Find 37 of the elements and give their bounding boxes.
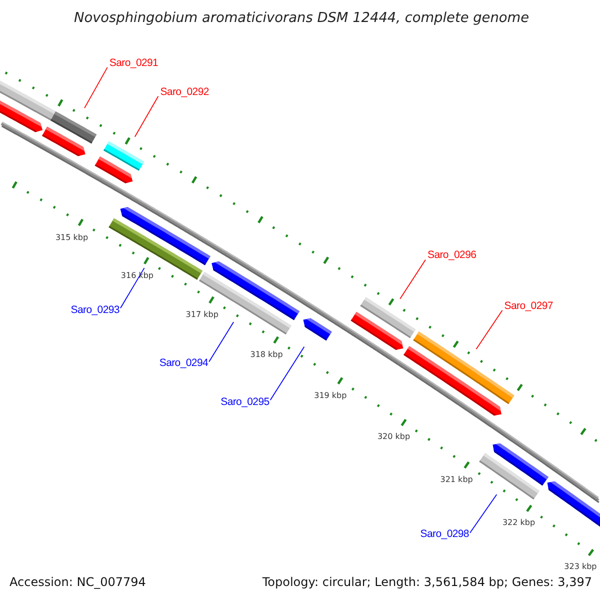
pointed-gene-bar xyxy=(0,100,43,132)
gene-bar xyxy=(479,453,540,500)
pointed-gene-bar xyxy=(303,318,332,341)
leader-line xyxy=(400,259,426,300)
scale-label: 316 kbp xyxy=(120,271,154,282)
gene-label: Saro_0295 xyxy=(220,396,270,408)
scale-label: 319 kbp xyxy=(314,390,347,401)
pointed-gene-bar xyxy=(94,156,133,184)
pointed-gene-bar xyxy=(350,312,404,350)
leader-line xyxy=(270,346,305,401)
scale-label: 317 kbp xyxy=(186,310,218,320)
gene-label: Saro_0298 xyxy=(420,528,469,540)
gene-bar xyxy=(199,272,292,334)
scale-label: 320 kbp xyxy=(377,432,410,442)
gene-label: Saro_0292 xyxy=(160,86,209,98)
pointed-gene-bar xyxy=(404,346,502,416)
leader-line xyxy=(476,310,503,350)
gene-label: Saro_0293 xyxy=(70,304,120,316)
gene-label: Saro_0294 xyxy=(159,357,208,370)
pointed-gene-bar xyxy=(42,126,86,156)
gene-label: Saro_0291 xyxy=(109,56,158,69)
leader-line xyxy=(208,322,234,362)
pointed-gene-bar xyxy=(547,481,600,527)
leader-line xyxy=(120,267,145,309)
scale-label: 321 kbp xyxy=(440,474,473,485)
scale-label: 318 kbp xyxy=(250,350,283,360)
diagram-title: Novosphingobium aromaticivorans DSM 12444, complete genome xyxy=(74,10,530,26)
leader-line xyxy=(470,494,498,534)
gene-bar xyxy=(108,218,202,280)
accession-text: Accession: NC_007794 xyxy=(10,575,146,589)
gene-label: Saro_0297 xyxy=(504,300,553,312)
gene-label: Saro_0296 xyxy=(427,249,476,262)
genome-stats-text: Topology: circular; Length: 3,561,584 bp; Genes: 3,397 xyxy=(262,575,592,589)
scale-label: 322 kbp xyxy=(502,518,536,528)
scale-label: 323 kbp xyxy=(564,562,597,572)
scale-label: 315 kbp xyxy=(55,233,88,243)
leader-line xyxy=(84,66,108,108)
